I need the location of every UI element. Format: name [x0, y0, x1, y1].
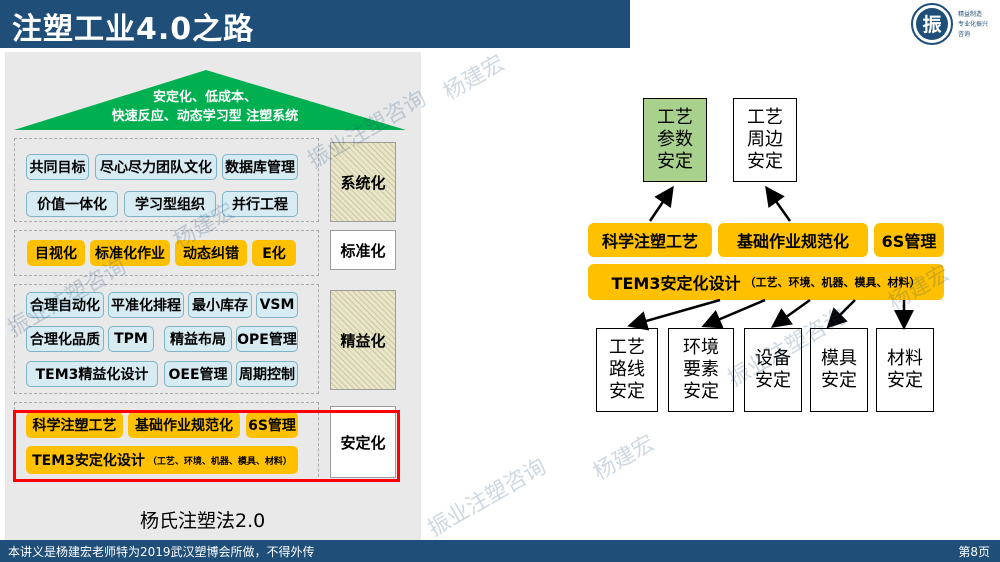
environment-stable-box: 环境 要素 安定 [668, 328, 734, 412]
lean-item: TEM3精益化设计 [26, 361, 158, 387]
lean-item: 合理自动化 [26, 292, 104, 318]
stable-item: 6S管理 [246, 412, 298, 438]
lean-item: OEE管理 [164, 361, 232, 387]
lean-item: 平准化排程 [108, 292, 184, 318]
company-logo: 振 精益制造 专业化振兴 咨询 [910, 2, 996, 46]
tem3-bar-main: TEM3安定化设计 [611, 274, 741, 293]
system-item: 并行工程 [222, 191, 298, 217]
equipment-stable-box: 设备 安定 [744, 328, 802, 412]
system-item: 数据库管理 [222, 154, 298, 180]
lean-item: 合理化品质 [26, 326, 104, 352]
process-param-stable-box: 工艺 参数 安定 [643, 98, 707, 182]
stable-item: 科学注塑工艺 [26, 412, 123, 438]
stage-systemization: 系统化 [330, 142, 396, 222]
standard-item: 标准化作业 [90, 240, 170, 266]
stable-item: 基础作业规范化 [128, 412, 240, 438]
6s-management-bar: 6S管理 [874, 223, 944, 257]
roof-line-1: 安定化、低成本、 [152, 90, 257, 105]
process-periphery-stable-box: 工艺 周边 安定 [733, 98, 797, 182]
lean-item: 周期控制 [236, 361, 298, 387]
mold-stable-box: 模具 安定 [810, 328, 868, 412]
logo-line-3: 咨询 [958, 30, 970, 38]
title-bar [0, 0, 630, 48]
lean-item: 最小库存 [188, 292, 252, 318]
arrow-to-environment [701, 298, 766, 329]
standard-group [14, 230, 319, 276]
system-item: 学习型组织 [124, 191, 216, 217]
stage-lean: 精益化 [330, 290, 396, 390]
logo-line-1: 精益制造 [958, 10, 982, 18]
lean-group [14, 284, 319, 394]
arrow-to-mold [826, 299, 856, 329]
arrow-to-periphery [765, 185, 792, 222]
scientific-molding-bar: 科学注塑工艺 [588, 223, 712, 257]
arrow-to-param [648, 185, 674, 222]
footer-note: 本讲义是杨建宏老师特为2019武汉塑博会所做，不得外传 [8, 545, 315, 559]
system-item: 尽心尽力团队文化 [95, 154, 217, 180]
arrow-to-equipment [770, 298, 811, 328]
footer-bar: 本讲义是杨建宏老师特为2019武汉塑博会所做，不得外传 第8页 [0, 540, 1000, 562]
diagram-caption: 杨氏注塑法2.0 [140, 510, 266, 532]
stage-stabilization: 安定化 [330, 406, 396, 478]
logo-line-2: 专业化振兴 [958, 20, 988, 28]
tem3-design-bar: TEM3安定化设计 （工艺、环境、机器、模具、材料） [588, 264, 944, 300]
stable-bar-sub: （工艺、环境、机器、模具、材料） [147, 456, 292, 467]
system-item: 价值一体化 [26, 191, 118, 217]
system-group [14, 138, 319, 222]
lean-item: 精益布局 [164, 326, 232, 352]
lean-item: OPE管理 [236, 326, 298, 352]
roof-line-2: 快速反应、动态学习型 注塑系统 [111, 109, 299, 124]
house-roof [14, 70, 406, 130]
lean-item: TPM [108, 326, 154, 352]
arrow-to-route [627, 298, 721, 331]
material-stable-box: 材料 安定 [876, 328, 934, 412]
lean-item: VSM [256, 292, 298, 318]
tem3-bar-sub: （工艺、环境、机器、模具、材料） [744, 276, 921, 289]
roof-text: 安定化、低成本、 快速反应、动态学习型 注塑系统 [80, 88, 330, 126]
standard-item: E化 [252, 240, 296, 266]
highlight-frame [13, 410, 400, 482]
page-title: 注塑工业4.0之路 [12, 12, 255, 47]
system-item: 共同目标 [26, 154, 89, 180]
stable-bar-main: TEM3安定化设计 [32, 453, 145, 469]
standard-item: 目视化 [27, 240, 85, 266]
stable-design-bar: TEM3安定化设计 （工艺、环境、机器、模具、材料） [26, 446, 298, 474]
standard-item: 动态纠错 [175, 240, 247, 266]
page-number: 第8页 [958, 545, 990, 559]
basic-operation-bar: 基础作业规范化 [718, 223, 868, 257]
logo-char: 振 [922, 13, 941, 36]
process-route-stable-box: 工艺 路线 安定 [596, 328, 658, 412]
stage-standardization: 标准化 [330, 230, 396, 270]
